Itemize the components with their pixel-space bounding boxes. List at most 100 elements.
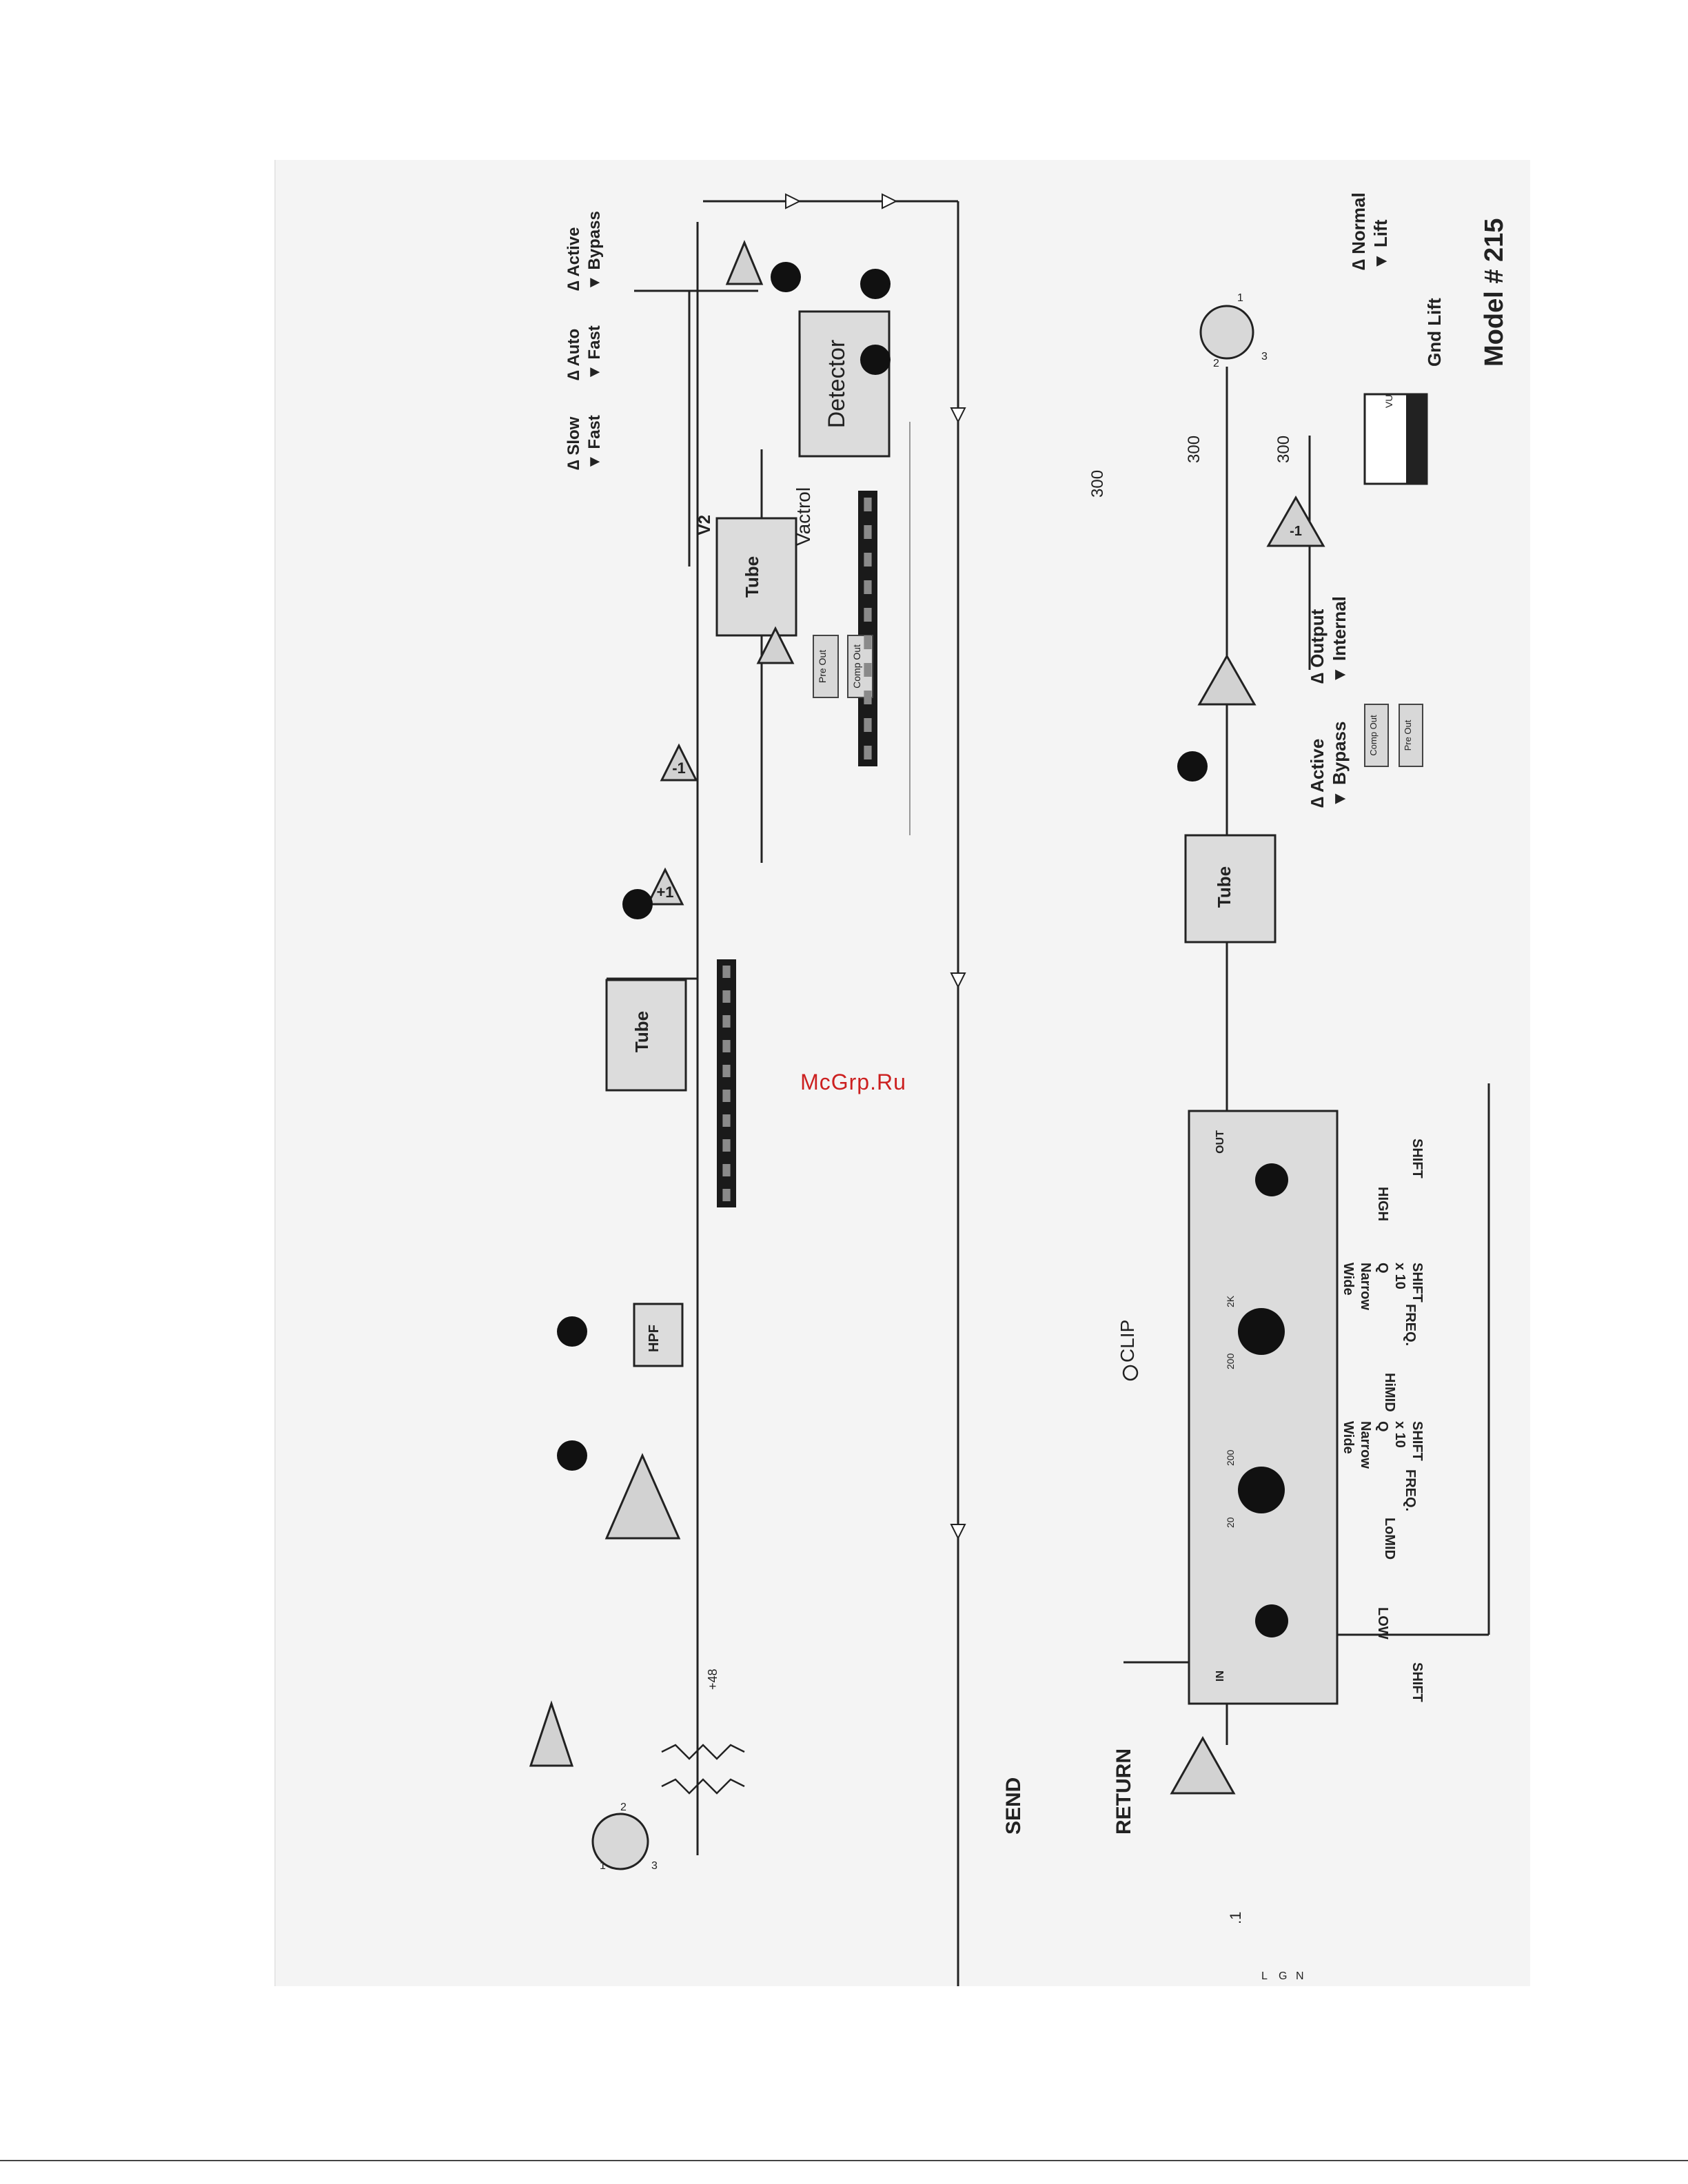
clip-label: CLIP [1117, 1320, 1138, 1363]
shift-high-label: SHIFT [1410, 1139, 1425, 1178]
auto-switch-label: ∆ Auto [565, 329, 583, 380]
narrow-hi-label: Narrow [1358, 1263, 1373, 1310]
mains-n-label: N [1296, 1970, 1304, 1982]
clip-led [1122, 1365, 1139, 1381]
comp-out-tab-2 [1364, 704, 1389, 767]
q-hi-label: Q [1375, 1263, 1390, 1274]
eq-bypass-label: ▼ Bypass [1329, 722, 1350, 808]
hpf-knob[interactable] [557, 1316, 587, 1347]
comp-output-amp [725, 240, 764, 285]
bus-arrow [950, 407, 966, 424]
x10-lo-label: x 10 [1392, 1421, 1407, 1448]
shift-hi-label: SHIFT [1410, 1263, 1425, 1303]
himid-range-lo: 200 [1225, 1353, 1236, 1369]
xlr-pin2: 2 [620, 1802, 627, 1813]
meter-segment [864, 746, 872, 759]
himid-freq-knob[interactable] [1238, 1308, 1285, 1355]
meter-segment [864, 498, 872, 511]
output-level-knob[interactable] [1177, 751, 1208, 782]
vu-label: VU [1383, 395, 1394, 408]
meter-segment [864, 525, 872, 539]
tube-v1 [605, 979, 687, 1092]
meter-segment [864, 663, 872, 677]
comp-out-label-2: Comp Out [1368, 715, 1379, 756]
return-label: RETURN [1112, 1748, 1135, 1835]
output-switch-label: ∆ Output [1307, 609, 1328, 684]
meter-segment [722, 1040, 731, 1052]
eq-out-label: OUT [1214, 1130, 1226, 1154]
meter-segment [722, 1189, 731, 1201]
bus-arrow [950, 972, 966, 989]
meter-segment [722, 966, 731, 978]
detector-box [798, 310, 891, 458]
low-knob[interactable] [1255, 1604, 1288, 1637]
tube-v2 [715, 517, 797, 637]
output-knob[interactable] [771, 262, 801, 292]
xlr-out-pin1: 1 [1237, 292, 1243, 304]
detector-label: Detector [824, 340, 850, 429]
tube-v1-label: Tube [631, 1011, 652, 1052]
normal-switch-label: ∆ Normal [1348, 192, 1369, 270]
r300-a-label: 300 [1088, 470, 1107, 498]
schematic-diagram: Detector Tube V2 Vactrol ∆ Slow ▼ Fast ∆… [529, 192, 1509, 1986]
pre-out-tab-2 [1399, 704, 1423, 767]
x10-hi-label: x 10 [1392, 1263, 1407, 1289]
xlr-out-pin3: 3 [1261, 351, 1268, 363]
meter-segment [722, 1065, 731, 1077]
fast2-switch-label: ▼ Fast [585, 325, 604, 380]
fast-switch-label: ▼ Fast [585, 415, 604, 470]
wire-arrow [882, 193, 898, 210]
preamp-section: -1 +1 Tube HPF 1 2 3 +48 [529, 743, 745, 1872]
lomid-freq-knob[interactable] [1238, 1467, 1285, 1513]
bus-arrows [785, 193, 966, 1540]
bus-arrow [950, 1524, 966, 1540]
freq-lo-label: FREQ. [1403, 1469, 1418, 1511]
high-knob[interactable] [1255, 1163, 1288, 1196]
comp-bypass-label: ▼ Bypass [585, 211, 604, 291]
low-label: LOW [1375, 1607, 1390, 1640]
cap-label: .1 [1227, 1912, 1244, 1924]
comp-input-amp [756, 626, 795, 664]
page-bottom-rule [0, 2160, 1688, 2161]
lomid-range-hi: 200 [1225, 1449, 1236, 1466]
wide-lo-label: Wide [1341, 1421, 1356, 1454]
eq-section: OUT IN 200 2K 20 200 SHIFT LOW LoMID FRE… [1117, 1110, 1425, 1705]
xlr-out-pin2: 2 [1213, 358, 1219, 369]
gain-knob[interactable] [557, 1440, 587, 1471]
tube-output-label: Tube [1214, 866, 1234, 908]
model-number: Model # 215 [1480, 218, 1509, 367]
plus-one-buffer [646, 867, 684, 906]
release-knob[interactable] [860, 345, 891, 375]
hpf-label: HPF [647, 1325, 662, 1352]
send-return-section: SEND RETURN .1 L G N [1002, 1735, 1304, 1982]
mains-l-label: L [1261, 1970, 1268, 1982]
di-buffer [529, 1700, 574, 1767]
signal-wires [607, 200, 1490, 1986]
output-invert-label: -1 [1290, 524, 1302, 539]
meter-segment [722, 1114, 731, 1127]
meter-segment [864, 608, 872, 622]
xlr-pin1: 1 [600, 1860, 606, 1872]
comp-active-label: ∆ Active [565, 227, 583, 292]
meter-segment [864, 635, 872, 649]
xlr-output [1199, 305, 1254, 360]
tube-v2-label: Tube [742, 556, 762, 598]
attack-knob[interactable] [860, 269, 891, 299]
pre-out-tab [813, 635, 839, 698]
high-label: HIGH [1375, 1187, 1390, 1221]
r300-c-label: 300 [1274, 436, 1293, 463]
meter-segment [864, 580, 872, 594]
pre-out-label: Pre Out [817, 650, 828, 683]
internal-switch-label: ▼ Internal [1329, 596, 1350, 684]
output-invert-amp [1266, 495, 1325, 547]
shift-low-label: SHIFT [1410, 1662, 1425, 1702]
compressor-section: Detector Tube V2 Vactrol ∆ Slow ▼ Fast ∆… [565, 211, 891, 766]
wire-arrow [785, 193, 802, 210]
drive-knob[interactable] [622, 889, 653, 919]
input-resistor [661, 1744, 745, 1760]
eq-in-label: IN [1214, 1671, 1226, 1682]
minus-one-buffer [660, 743, 698, 782]
comp-out-label: Comp Out [851, 644, 862, 688]
eq-panel [1188, 1110, 1339, 1705]
eq-active-label: ∆ Active [1307, 739, 1328, 808]
